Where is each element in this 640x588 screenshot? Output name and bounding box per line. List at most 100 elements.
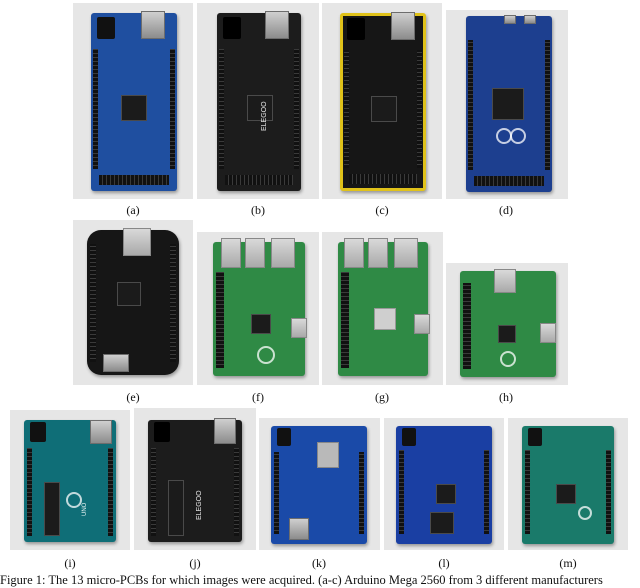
usb-port <box>103 354 129 372</box>
board-k <box>271 426 367 544</box>
arduino-logo <box>510 128 526 144</box>
photo-h <box>446 263 568 385</box>
photo-i: UNO <box>10 410 130 550</box>
photo-k <box>259 418 380 550</box>
power-jack <box>347 18 365 40</box>
hdmi-port <box>414 314 430 334</box>
pin-header <box>219 49 224 169</box>
pin-header <box>545 40 550 170</box>
mcu-chip <box>371 96 397 122</box>
gpio-header <box>463 283 471 369</box>
pin-header <box>225 175 293 185</box>
usb-port <box>265 11 289 39</box>
hdmi-port <box>291 318 307 338</box>
panel-label: (j) <box>189 556 201 570</box>
mcu-chip <box>492 88 524 120</box>
arduino-logo <box>578 506 592 520</box>
raspberry-logo <box>500 351 516 367</box>
board-h <box>460 269 556 377</box>
usb-port <box>221 238 241 268</box>
figure-caption: Figure 1: The 13 micro-PCBs for which im… <box>0 573 603 587</box>
hdmi-port <box>540 323 556 343</box>
board-c <box>340 12 426 191</box>
panel-label: (e) <box>126 390 140 404</box>
panel-label: (h) <box>499 390 513 404</box>
photo-c <box>322 3 442 199</box>
panel-label: (k) <box>312 556 326 570</box>
pin-header <box>170 244 176 362</box>
power-jack <box>528 428 542 446</box>
panel-label: (f) <box>252 390 264 404</box>
processor-chip <box>498 325 516 343</box>
pin-header <box>27 448 32 536</box>
gpio-header <box>341 272 349 368</box>
photo-a <box>73 3 193 199</box>
photo-g <box>322 232 443 385</box>
usb-port <box>289 518 309 540</box>
uno-logo: UNO <box>82 502 88 516</box>
photo-f <box>197 232 319 385</box>
power-jack <box>30 422 46 442</box>
panel-label: (i) <box>64 556 76 570</box>
pin-header <box>294 49 299 169</box>
ethernet-port <box>271 238 295 268</box>
pin-header <box>108 448 113 536</box>
mcu-chip <box>121 95 147 121</box>
power-jack <box>154 422 170 442</box>
pin-header <box>525 450 530 534</box>
usb-port <box>524 15 536 24</box>
pin-header <box>359 452 364 534</box>
power-jack <box>97 17 115 39</box>
processor-chip <box>251 314 271 334</box>
board-a <box>91 11 177 191</box>
pin-header <box>349 174 417 184</box>
board-f <box>213 238 307 376</box>
mcu-chip <box>168 480 184 536</box>
panel-label: (a) <box>126 203 140 217</box>
pin-header <box>468 40 473 170</box>
arduino-logo <box>66 492 82 508</box>
elegoo-logo: ELEGOO <box>196 490 203 520</box>
pin-header <box>274 452 279 534</box>
board-l <box>396 426 492 544</box>
usb-port <box>90 420 112 444</box>
panel-label: (g) <box>375 390 389 404</box>
gpio-header <box>216 272 224 368</box>
board-b: ELEGOO <box>217 11 301 191</box>
usb-port <box>368 238 388 268</box>
power-jack <box>277 428 291 446</box>
elegoo-logo: ELEGOO <box>261 101 268 131</box>
mcu-chip <box>247 95 273 121</box>
processor-chip <box>374 308 396 330</box>
pin-header <box>234 448 239 536</box>
pin-header <box>484 450 489 534</box>
raspberry-logo <box>257 346 275 364</box>
pin-header <box>93 49 98 169</box>
board-j: ELEGOO <box>148 418 242 542</box>
mcu-chip <box>436 484 456 504</box>
usb-port <box>391 12 415 40</box>
pin-header <box>344 50 349 168</box>
pin-header <box>99 175 169 185</box>
usb-port <box>344 238 364 268</box>
usb-port <box>494 269 516 293</box>
ethernet-port <box>123 228 151 256</box>
panel-label: (d) <box>499 203 513 217</box>
photo-d <box>446 10 568 199</box>
pin-header <box>474 176 544 186</box>
board-d <box>466 15 552 192</box>
panel-label: (m) <box>559 556 577 570</box>
photo-l <box>384 418 504 550</box>
pin-header <box>606 450 611 534</box>
board-e <box>87 228 179 375</box>
usb-port <box>214 418 236 444</box>
photo-e <box>73 220 193 385</box>
pin-header <box>399 450 404 534</box>
photo-m <box>508 418 628 550</box>
pin-header <box>151 448 156 536</box>
panel-label: (b) <box>251 203 265 217</box>
usb-port <box>504 15 516 24</box>
photo-j: ELEGOO <box>134 408 256 550</box>
wifi-module <box>317 442 339 468</box>
pin-header <box>170 49 175 169</box>
